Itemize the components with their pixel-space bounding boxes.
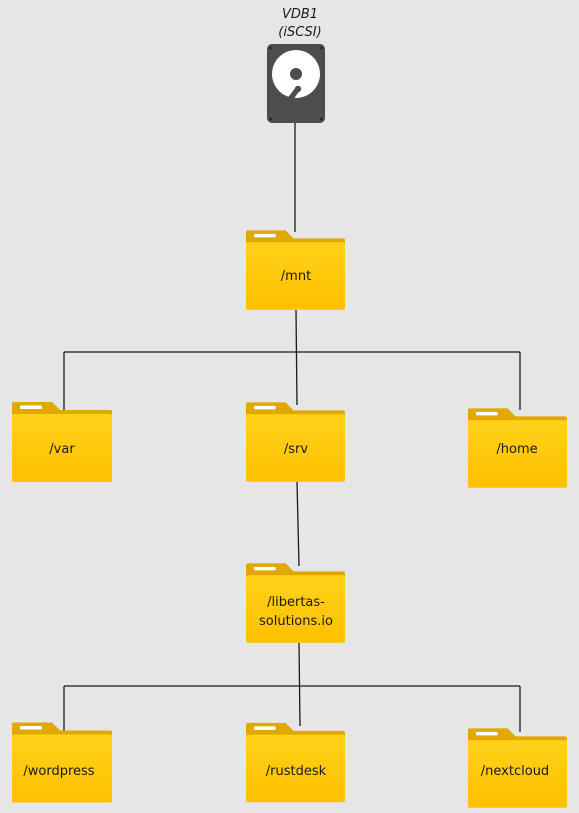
folder-label: /var (49, 442, 75, 457)
folder-mnt[interactable]: /mnt (246, 230, 345, 310)
disk-label-line1: VDB1 (282, 7, 318, 22)
folder-label-line2: solutions.io (259, 614, 333, 629)
folder-label: /mnt (281, 269, 311, 284)
connector-srv-libertas (296, 481, 300, 567)
folder-label: /home (496, 442, 537, 457)
folder-icon (12, 722, 112, 803)
disk-label-line2: (iSCSI) (278, 25, 321, 40)
folder-rustdesk[interactable]: /rustdesk (246, 722, 345, 803)
folder-label-line1: /libertas- (267, 595, 325, 610)
folder-label: /wordpress (23, 764, 94, 779)
folder-label: /rustdesk (266, 764, 327, 779)
connector-mnt-srv (295, 309, 298, 406)
connector-libertas-rustdesk (298, 642, 301, 727)
disk-node[interactable]: VDB1 (iSCSI) (267, 7, 325, 123)
folder-nextcloud[interactable]: /nextcloud (468, 728, 567, 808)
hard-drive-icon (267, 44, 325, 123)
folder-home[interactable]: /home (468, 408, 567, 488)
folder-wordpress[interactable]: /wordpress (12, 722, 112, 803)
folder-libertas-solutions[interactable]: /libertas- solutions.io (246, 563, 345, 643)
folder-label: /srv (284, 442, 308, 457)
connectors (63, 123, 521, 732)
folder-icon (246, 722, 345, 803)
folder-srv[interactable]: /srv (246, 402, 345, 482)
folder-var[interactable]: /var (12, 402, 112, 482)
folder-label: /nextcloud (481, 764, 549, 779)
